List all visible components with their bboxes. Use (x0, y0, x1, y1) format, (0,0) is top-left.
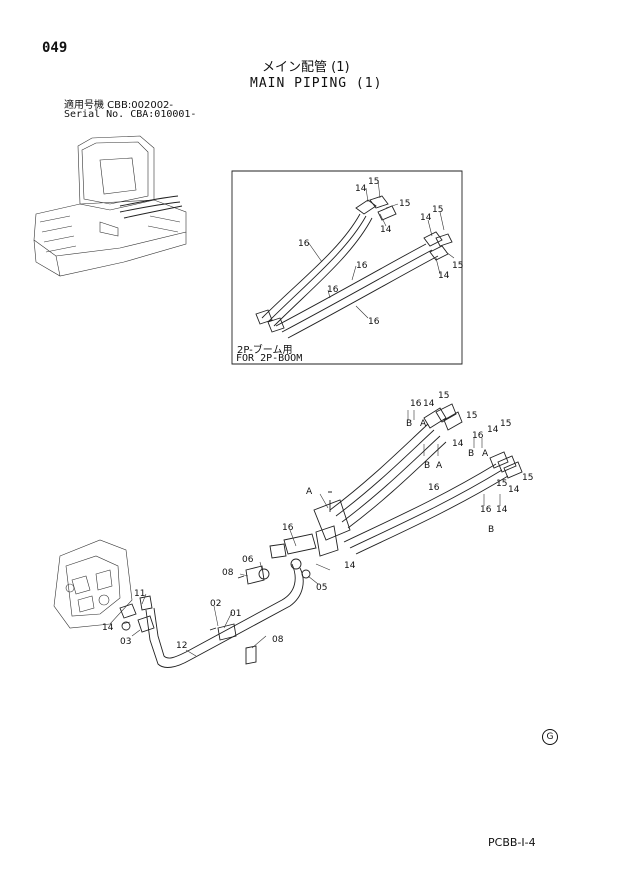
part-label: B (468, 449, 474, 459)
inset-label: 15 (432, 205, 443, 215)
inset-2p-boom (231, 170, 463, 365)
inset-label: 16 (327, 285, 339, 295)
page-title-japanese: メイン配管 (1) (262, 60, 350, 75)
part-label: 15 (438, 391, 449, 401)
inset-label: 14 (438, 271, 450, 281)
inset-label: 14 (420, 213, 432, 223)
serial-applicability-jp: 適用号機 CBB:002002- (64, 100, 174, 111)
part-label: B (406, 419, 412, 429)
inset-note: FOR 2P-BOOM (236, 353, 303, 364)
part-label: 08 (272, 635, 284, 645)
inset-note-japanese: 2P-ブーム用 (237, 345, 293, 356)
part-label: 14 (102, 623, 114, 633)
part-label: 06 (242, 555, 254, 565)
part-label: 16 (428, 483, 440, 493)
inset-label: 15 (368, 177, 379, 187)
part-label: 14 (452, 439, 464, 449)
inset-label: 15 (399, 199, 410, 209)
inset-label: 15 (452, 261, 463, 271)
inset-label: 14 (355, 184, 367, 194)
part-label: 03 (120, 637, 131, 647)
part-label: 02 (210, 599, 221, 609)
inset-label: 16 (298, 239, 310, 249)
part-label: 12 (176, 641, 187, 651)
part-label: B (424, 461, 430, 471)
inset-part-labels: 14 15 15 14 14 15 16 16 16 16 15 14 (298, 177, 463, 327)
page-number: 049 (42, 40, 68, 56)
part-label: 16 (480, 505, 492, 515)
machine-overview-sketch (33, 135, 187, 277)
part-label: 15 (466, 411, 477, 421)
part-label: 16 (410, 399, 422, 409)
inset-label: 14 (380, 225, 392, 235)
part-label: 08 (222, 568, 234, 578)
part-label: B (488, 525, 494, 535)
corner-mark: G (542, 729, 558, 745)
main-piping-assembly (53, 403, 523, 668)
part-label: 05 (316, 583, 327, 593)
part-label: 01 (230, 609, 241, 619)
part-label: 15 (500, 419, 511, 429)
part-label: 14 (496, 505, 508, 515)
part-label: A (420, 419, 427, 429)
part-label: 14 (508, 485, 520, 495)
part-label: 14 (344, 561, 356, 571)
inset-label: 16 (356, 261, 368, 271)
part-label: 15 (522, 473, 533, 483)
serial-applicability: Serial No. CBA:010001- (64, 109, 197, 120)
part-label: A (482, 449, 489, 459)
part-label: 11 (134, 589, 145, 599)
part-label: 16 (472, 431, 484, 441)
part-label: 15 (496, 479, 507, 489)
part-label: A (306, 487, 313, 497)
main-part-labels: 16 14 15 B A 15 14 B A 16 16 15 14 15 B … (102, 391, 533, 651)
inset-label: 16 (368, 317, 380, 327)
part-label: 14 (487, 425, 499, 435)
part-label: A (436, 461, 443, 471)
page-title: MAIN PIPING (1) (250, 76, 383, 91)
part-label: 14 (423, 399, 435, 409)
page-code: PCBB-I-4 (488, 836, 536, 849)
part-label: 16 (282, 523, 294, 533)
